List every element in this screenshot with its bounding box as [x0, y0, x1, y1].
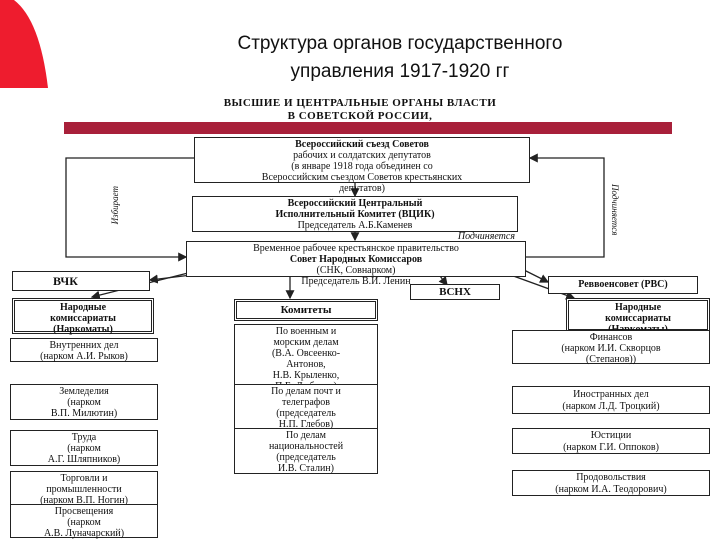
vtsik-box: Всероссийский Центральный Исполнительный… — [192, 196, 518, 242]
commissariat-labour: Труда (нарком А.Г. Шляпников) — [10, 430, 158, 466]
list-item-line: (нарком Л.Д. Троцкий) — [562, 401, 660, 412]
list-item-line: Просвещения — [54, 506, 114, 517]
committee-post-telegraph: По делам почт и телеграфов (председатель… — [234, 384, 378, 430]
congress-line-4: Всероссийским съездом Советов крестьянск… — [261, 172, 463, 183]
list-item-line: (нарком — [67, 517, 101, 528]
list-item-line: Н.П. Глебов) — [278, 419, 334, 430]
congress-line-1: Всероссийский съезд Советов — [295, 139, 429, 150]
vtsik-line-2: Исполнительный Комитет (ВЦИК) — [275, 209, 435, 220]
sovnarkom-line-1: Временное рабочее крестьянское правитель… — [253, 243, 459, 254]
list-item-line: Юстиции — [590, 430, 632, 441]
list-item-line: Финансов — [589, 332, 633, 343]
congress-line-5: депутатов) — [339, 183, 385, 194]
vtsik-line-3: Председатель А.Б.Каменев — [297, 220, 413, 231]
rvs-box: Реввоенсовет (РВС) — [548, 276, 698, 294]
accent-bar — [64, 122, 672, 134]
subheading-line-2: В СОВЕТСКОЙ РОССИИ, — [287, 110, 433, 122]
list-item-line: (нарком — [67, 443, 101, 454]
list-item-line: Внутренних дел — [49, 340, 119, 351]
list-item-line: По делам — [285, 430, 326, 441]
right-header-line-3: (Наркоматы) — [571, 324, 705, 335]
list-item-line: телеграфов — [282, 397, 330, 408]
committee-nationalities: По делам национальностей (председатель И… — [234, 428, 378, 474]
subheading-line-1: ВЫСШИЕ И ЦЕНТРАЛЬНЫЕ ОРГАНЫ ВЛАСТИ — [223, 97, 497, 109]
left-header-line-1: Народные — [59, 302, 107, 313]
list-item-line: Продовольствия — [576, 472, 646, 483]
left-header-line-2: комиссариаты — [50, 313, 116, 324]
list-item-line: А.Г. Шляпников) — [47, 454, 121, 465]
sovnarkom-line-2: Совет Народных Комиссаров — [289, 254, 423, 265]
list-item-line: (Степанов)) — [585, 354, 637, 365]
commissariat-finance: Финансов (нарком И.И. Скворцов (Степанов… — [512, 330, 710, 365]
title-line-1: Структура органов государственного — [237, 33, 563, 54]
list-item-line: (нарком И.И. Скворцов — [561, 343, 661, 354]
list-item-line: (нарком А.И. Рыков) — [40, 351, 128, 362]
sovnarkom-box: Временное рабочее крестьянское правитель… — [186, 241, 526, 287]
list-item-line: (нарком — [67, 397, 101, 408]
list-item-line: Торговли и — [60, 473, 108, 484]
list-item-line: А.В. Луначарский) — [43, 528, 125, 539]
middle-column-header: Комитеты — [234, 299, 378, 321]
right-column-header: Народные комиссариаты (Наркоматы) — [566, 298, 710, 335]
list-item-line: (В.А. Овсеенко- — [271, 348, 341, 359]
diagram-subheading: ВЫСШИЕ И ЦЕНТРАЛЬНЫЕ ОРГАНЫ ВЛАСТИ В СОВ… — [140, 97, 580, 123]
list-item-line: (председатель — [276, 452, 336, 463]
list-item-line: Труда — [71, 432, 97, 443]
left-column-header: Народные комиссариаты (Наркоматы) — [12, 298, 154, 335]
list-item-line: (председатель — [276, 408, 336, 419]
commissariat-justice: Юстиции (нарком Г.И. Оппоков) — [512, 428, 710, 454]
list-item-line: (нарком Г.И. Оппоков) — [563, 442, 659, 453]
list-item-line: Антонов, — [286, 359, 326, 370]
page-title: Структура органов государственного управ… — [120, 30, 680, 86]
commissariat-food: Продовольствия (нарком И.А. Теодорович) — [512, 470, 710, 496]
commissariat-foreign-affairs: Иностранных дел (нарком Л.Д. Троцкий) — [512, 386, 710, 414]
congress-line-2: рабочих и солдатских депутатов — [293, 150, 431, 161]
vtsik-line-4: Подчиняется — [457, 231, 515, 242]
congress-of-soviets-box: Всероссийский съезд Советов рабочих и со… — [194, 137, 530, 194]
title-line-2: управления 1917-1920 гг — [290, 61, 510, 82]
list-item-line: И.В. Сталин) — [278, 463, 334, 474]
side-label-right: Подчиняется — [610, 184, 620, 236]
corner-decoration — [0, 0, 48, 88]
vsnkh-box: ВСНХ — [410, 284, 500, 300]
list-item-line: Земледелия — [59, 386, 109, 397]
list-item-line: (нарком И.А. Теодорович) — [555, 484, 667, 495]
commissariat-education: Просвещения (нарком А.В. Луначарский) — [10, 504, 158, 539]
list-item-line: морским делам — [273, 337, 339, 348]
committees-header: Комитеты — [280, 304, 332, 316]
list-item-line: По военным и — [275, 326, 337, 337]
list-item-line: Н.В. Крыленко, — [272, 370, 340, 381]
left-header-line-3: (Наркоматы) — [53, 324, 113, 335]
commissariat-trade-industry: Торговли и промышленности (нарком В.П. Н… — [10, 471, 158, 507]
congress-line-3: (в январе 1918 года объединен со — [291, 161, 433, 172]
list-item-line: промышленности — [46, 484, 122, 495]
list-item-line: По делам почт и — [271, 386, 341, 397]
commissariat-agriculture: Земледелия (нарком В.П. Милютин) — [10, 384, 158, 420]
sovnarkom-line-4: Председатель В.И. Ленин — [301, 276, 411, 287]
list-item-line: Иностранных дел — [573, 389, 649, 400]
vtsik-line-1: Всероссийский Центральный — [287, 198, 423, 209]
list-item-line: (нарком В.П. Ногин) — [40, 495, 128, 506]
list-item-line: национальностей — [268, 441, 344, 452]
right-header-line-1: Народные — [614, 302, 662, 313]
vchk-box: ВЧК — [12, 271, 150, 291]
committee-military-naval: По военным и морским делам (В.А. Овсеенк… — [234, 324, 378, 392]
commissariat-internal-affairs: Внутренних дел (нарком А.И. Рыков) — [10, 338, 158, 362]
sovnarkom-line-3: (СНК, Совнарком) — [316, 265, 396, 276]
right-header-line-2: комиссариаты — [605, 313, 671, 324]
side-label-left: Избирает — [110, 186, 120, 225]
list-item-line: В.П. Милютин) — [50, 408, 118, 419]
